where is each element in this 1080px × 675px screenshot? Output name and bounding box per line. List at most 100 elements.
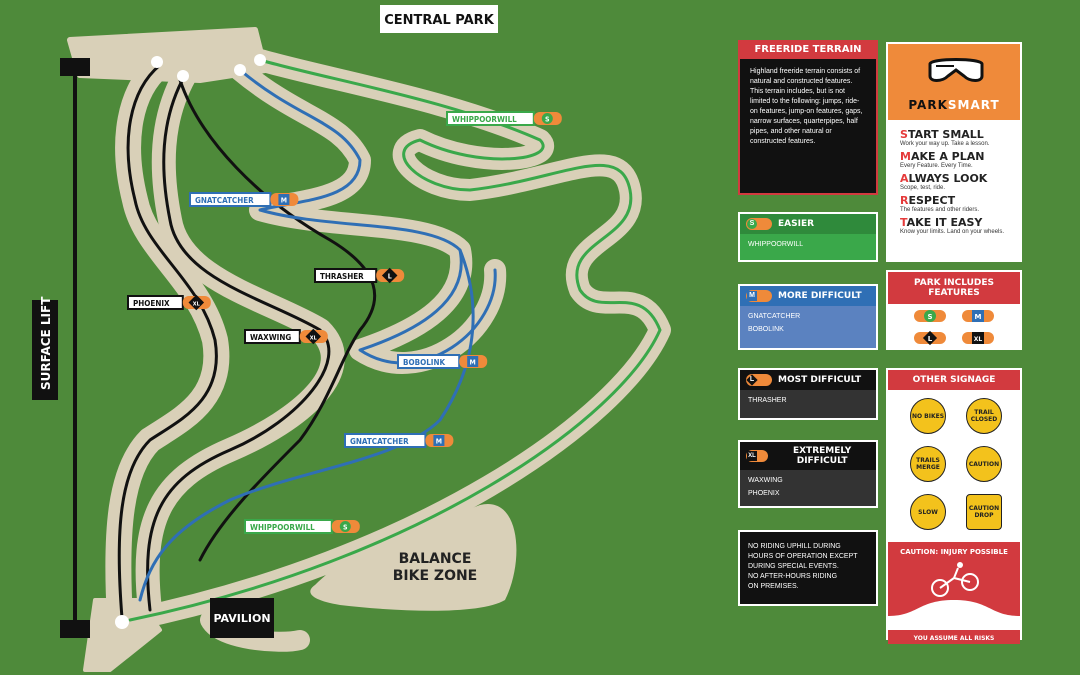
parksmart-panel: PARKSMART START SMALL Work your way up. … [886, 42, 1022, 262]
badge-s-icon: S [746, 218, 772, 230]
svg-text:S: S [343, 524, 348, 532]
svg-text:M: M [436, 438, 442, 446]
legend-extremely-difficult-title: EXTREMELY DIFFICULT [792, 446, 852, 466]
trail-label: WAXWING XL [244, 328, 328, 345]
svg-text:S: S [927, 313, 932, 321]
notice-line5: ON PREMISES. [748, 583, 799, 590]
features-panel: PARK INCLUDES FEATURES S M L XL [886, 270, 1022, 350]
sign-caution-drop-icon: CAUTION DROP [966, 494, 1002, 530]
caution-footer: YOU ASSUME ALL RISKS [913, 635, 995, 642]
svg-text:L: L [928, 335, 933, 343]
badge-l-icon: L [746, 374, 772, 386]
trail-phoenix [117, 63, 218, 620]
legend-most-difficult-title: MOST DIFFICULT [778, 375, 862, 385]
svg-text:XL: XL [310, 336, 318, 342]
caution-title: CAUTION: INJURY POSSIBLE [900, 548, 1008, 556]
trail-bobolink [138, 248, 475, 602]
parksmart-item-4: TAKE IT EASY Know your limits. Land on y… [900, 216, 1005, 235]
freeride-panel: FREERIDE TERRAIN Highland freeride terra… [738, 40, 878, 195]
surface-lift: SURFACE LIFT [32, 58, 90, 638]
svg-text:XL: XL [974, 336, 983, 343]
svg-text:BOBOLINK: BOBOLINK [403, 358, 445, 367]
svg-text:GNATCATCHER: GNATCATCHER [195, 196, 254, 205]
legend-easier-title: EASIER [778, 219, 815, 229]
signage-title: OTHER SIGNAGE [888, 370, 1020, 390]
legend-extremely-difficult-trail-1: PHOENIX [748, 490, 780, 497]
trail-label: WHIPPOORWILL S [244, 519, 360, 534]
sign-no-bikes-icon: NO BIKES [910, 398, 946, 434]
parksmart-title-a: PARK [908, 98, 948, 112]
trail-whippoorwill [128, 58, 662, 622]
trail-label: BOBOLINK M [397, 354, 488, 369]
trailhead-markers [115, 54, 266, 629]
svg-text:THRASHER: THRASHER [320, 272, 364, 281]
notice-panel: NO RIDING UPHILL DURING HOURS OF OPERATI… [738, 530, 878, 606]
feature-badge-l: L [914, 330, 946, 346]
hill-shape [888, 600, 1020, 630]
surface-lift-label: SURFACE LIFT [39, 296, 53, 390]
trail-label: GNATCATCHER M [344, 433, 454, 448]
pavilion: PAVILION [210, 598, 274, 638]
parksmart-title-b: SMART [947, 98, 1000, 112]
svg-text:WAXWING: WAXWING [250, 333, 291, 342]
feature-badge-s: S [914, 310, 946, 322]
svg-text:PHOENIX: PHOENIX [133, 299, 170, 308]
freeride-body: Highland freeride terrain consists of na… [750, 68, 863, 145]
svg-text:GNATCATCHER: GNATCATCHER [350, 437, 409, 446]
feature-badge-xl: XL [962, 332, 994, 344]
svg-text:XL: XL [193, 302, 201, 308]
parksmart-item-2: ALWAYS LOOK Scope, test, ride. [900, 172, 988, 191]
parksmart-item-3: RESPECT The features and other riders. [900, 194, 980, 213]
central-park-sign: CENTRAL PARK [380, 5, 498, 33]
svg-text:WHIPPOORWILL: WHIPPOORWILL [452, 115, 517, 124]
freeride-title: FREERIDE TERRAIN [738, 40, 878, 59]
parksmart-item-0: START SMALL Work your way up. Take a les… [900, 128, 990, 147]
legend-most-difficult: L MOST DIFFICULT THRASHER [738, 368, 878, 420]
central-park-label: CENTRAL PARK [384, 13, 494, 28]
svg-text:S: S [545, 116, 550, 124]
parksmart-header: PARKSMART [888, 44, 1020, 120]
caution-box: CAUTION: INJURY POSSIBLE YOU ASSUME ALL … [888, 542, 1020, 644]
features-title: PARK INCLUDES FEATURES [888, 272, 1020, 304]
notice-line1: NO RIDING UPHILL DURING [748, 543, 841, 550]
legend-more-difficult-trail-0: GNATCATCHER [748, 313, 801, 320]
legend-easier: S EASIER WHIPPOORWILL [738, 212, 878, 262]
svg-text:L: L [388, 273, 392, 281]
feature-badge-m: M [962, 310, 994, 322]
legend-more-difficult-trail-1: BOBOLINK [748, 326, 784, 333]
notice-line2: HOURS OF OPERATION EXCEPT [748, 553, 858, 560]
pavilion-label: PAVILION [213, 612, 270, 625]
parksmart-item-1: MAKE A PLAN Every Feature. Every Time. [900, 150, 985, 169]
trail-label: WHIPPOORWILL S [446, 111, 562, 126]
rider-icon [931, 562, 979, 597]
balance-bike-line1: BALANCE [399, 551, 472, 567]
svg-text:M: M [281, 197, 287, 205]
balance-bike-zone [310, 503, 517, 611]
trail-label: PHOENIX XL [127, 294, 211, 311]
legend-more-difficult: M MORE DIFFICULT GNATCATCHER BOBOLINK [738, 284, 878, 350]
trail-label: GNATCATCHER M [189, 192, 299, 207]
sign-trails-merge-icon: TRAILS MERGE [910, 446, 946, 482]
badge-xl-icon: XL [746, 450, 769, 462]
sign-slow-icon: SLOW [910, 494, 946, 530]
svg-text:M: M [470, 359, 476, 367]
trail-thrasher [178, 78, 377, 562]
notice-line4: NO AFTER-HOURS RIDING [748, 573, 838, 580]
goggles-icon [928, 58, 984, 82]
trail-label: THRASHER L [314, 267, 405, 284]
signage-panel: OTHER SIGNAGE NO BIKES TRAIL CLOSED TRAI… [886, 368, 1022, 644]
badge-m-icon: M [746, 290, 772, 302]
sign-trail-closed-icon: TRAIL CLOSED [966, 398, 1002, 434]
balance-bike-line2: BIKE ZONE [393, 568, 478, 584]
trail-labels: WHIPPOORWILL S GNATCATCHER M THRASHER L PHOENI… [127, 111, 562, 534]
legend-easier-trail-0: WHIPPOORWILL [748, 241, 804, 248]
svg-text:WHIPPOORWILL: WHIPPOORWILL [250, 523, 315, 532]
legend-extremely-difficult-trail-0: WAXWING [748, 477, 783, 484]
legend-extremely-difficult: XL EXTREMELY DIFFICULT WAXWING PHOENIX [738, 440, 878, 508]
legend-more-difficult-title: MORE DIFFICULT [778, 291, 862, 301]
notice-line3: DURING SPECIAL EVENTS. [748, 563, 839, 570]
svg-text:M: M [975, 313, 982, 321]
legend-most-difficult-trail-0: THRASHER [748, 397, 787, 404]
sign-caution-icon: CAUTION [966, 446, 1002, 482]
features-badges: S M L XL [914, 310, 994, 346]
